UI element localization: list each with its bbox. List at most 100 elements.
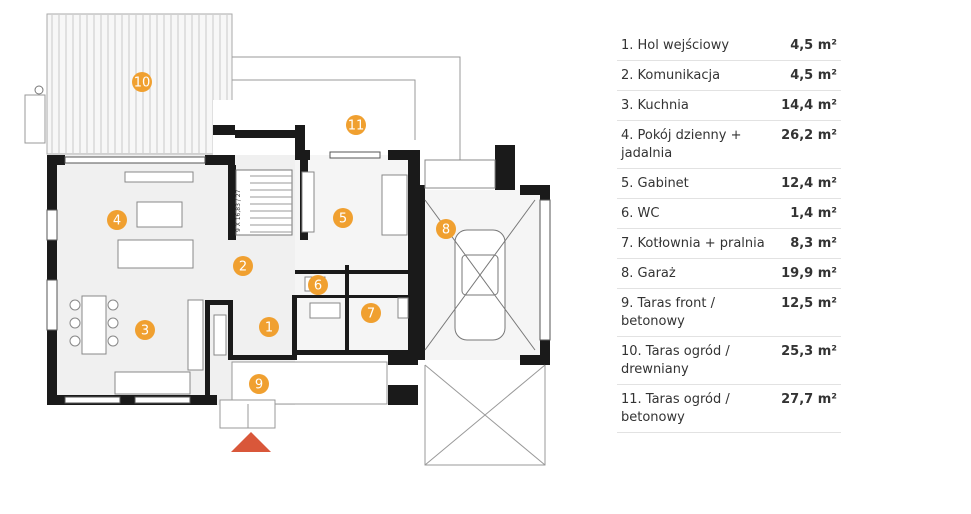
room-name: 5. Gabinet — [621, 176, 689, 191]
room-area-unit: m² — [817, 266, 837, 281]
coffee-table — [136, 201, 183, 228]
table-row: 9. Taras front / betonowy 12,5 m² — [617, 289, 841, 337]
room-badge-number: 2 — [239, 260, 247, 275]
boiler — [397, 297, 409, 319]
table-row: 4. Pokój dzienny + jadalnia 26,2 m² — [617, 121, 841, 169]
room-badge-number: 4 — [113, 214, 121, 229]
sofa — [117, 239, 194, 269]
room-name: 3. Kuchnia — [621, 98, 689, 113]
furniture — [69, 171, 409, 395]
room-area: 4,5 m² — [790, 37, 837, 55]
bookshelf — [301, 171, 315, 233]
room-badge-5: 5 — [333, 208, 353, 228]
room-area-unit: m² — [817, 392, 837, 407]
floor-plan: 9 X 16,83 / 27 1 2 3 4 — [24, 13, 551, 466]
room-badge-7: 7 — [361, 303, 381, 323]
room-area-value: 19,9 — [781, 266, 814, 281]
terrace-concrete-11 — [232, 56, 461, 160]
staircase: 9 X 16,83 / 27 — [235, 169, 293, 236]
room-badge-number: 7 — [367, 307, 375, 322]
room-area: 27,7 m² — [781, 391, 837, 409]
room-area: 19,9 m² — [781, 265, 837, 283]
room-area-value: 12,4 — [781, 176, 814, 191]
table-row: 6. WC 1,4 m² — [617, 199, 841, 229]
room-area-value: 4,5 — [790, 68, 814, 83]
table-row: 8. Garaż 19,9 m² — [617, 259, 841, 289]
room-badge-8: 8 — [436, 219, 456, 239]
room-area: 14,4 m² — [781, 97, 837, 115]
table-row: 3. Kuchnia 14,4 m² — [617, 91, 841, 121]
kitchen-counter — [187, 299, 204, 371]
wardrobe — [213, 314, 227, 356]
room-area-unit: m² — [817, 236, 837, 251]
table-row: 2. Komunikacja 4,5 m² — [617, 61, 841, 91]
terrace-front-9 — [219, 361, 388, 429]
stair-label: 9 X 16,83 / 27 — [235, 189, 242, 232]
driveway — [424, 364, 546, 466]
room-area: 1,4 m² — [790, 205, 837, 223]
room-badge-1: 1 — [259, 317, 279, 337]
room-badge-2: 2 — [233, 256, 253, 276]
dining-table — [81, 295, 107, 355]
room-badge-number: 11 — [348, 119, 365, 134]
room-name: 1. Hol wejściowy — [621, 38, 730, 53]
room-name: 8. Garaż — [621, 266, 676, 281]
room-name: 10. Taras ogród / drewniany — [621, 344, 730, 377]
room-badge-3: 3 — [135, 320, 155, 340]
room-area-value: 12,5 — [781, 296, 814, 311]
room-badge-10: 10 — [132, 72, 152, 92]
room-area: 4,5 m² — [790, 67, 837, 85]
room-area-unit: m² — [817, 206, 837, 221]
room-area-table: 1. Hol wejściowy 4,5 m² 2. Komunikacja 4,5 … — [617, 31, 841, 433]
room-badge-4: 4 — [107, 210, 127, 230]
room-badges: 1 2 3 4 5 6 7 8 9 10 11 — [107, 72, 456, 394]
room-area-unit: m² — [817, 176, 837, 191]
room-area-unit: m² — [817, 68, 837, 83]
windows — [46, 151, 551, 404]
entrance-arrow-icon — [231, 432, 271, 452]
room-area-value: 27,7 — [781, 392, 814, 407]
room-badge-number: 6 — [314, 279, 322, 294]
room-badge-9: 9 — [249, 374, 269, 394]
room-badge-number: 5 — [339, 212, 347, 227]
room-name: 9. Taras front / betonowy — [621, 296, 715, 329]
room-area-value: 25,3 — [781, 344, 814, 359]
room-badge-6: 6 — [308, 275, 328, 295]
room-name: 7. Kotłownia + pralnia — [621, 236, 765, 251]
room-area: 25,3 m² — [781, 343, 837, 361]
room-area-unit: m² — [817, 344, 837, 359]
table-row: 7. Kotłownia + pralnia 8,3 m² — [617, 229, 841, 259]
table-row: 10. Taras ogród / drewniany 25,3 m² — [617, 337, 841, 385]
room-badge-11: 11 — [346, 115, 366, 135]
desk — [381, 174, 408, 236]
room-area-unit: m² — [817, 296, 837, 311]
kitchen-row — [114, 371, 191, 395]
room-area: 8,3 m² — [790, 235, 837, 253]
room-area-value: 14,4 — [781, 98, 814, 113]
room-area-value: 4,5 — [790, 38, 814, 53]
room-area: 12,4 m² — [781, 175, 837, 193]
room-area: 12,5 m² — [781, 295, 837, 313]
terrace-deck-10 — [24, 13, 233, 155]
room-badge-number: 9 — [255, 378, 263, 393]
garage-canopy — [424, 159, 496, 189]
room-area-value: 8,3 — [790, 236, 814, 251]
room-name: 4. Pokój dzienny + jadalnia — [621, 128, 742, 161]
laundry-unit — [309, 302, 341, 319]
room-badge-number: 1 — [265, 321, 273, 336]
room-area-unit: m² — [817, 128, 837, 143]
room-area-unit: m² — [817, 38, 837, 53]
table-row: 1. Hol wejściowy 4,5 m² — [617, 31, 841, 61]
room-area-value: 1,4 — [790, 206, 814, 221]
tv-cabinet — [124, 171, 194, 183]
room-badge-number: 10 — [134, 76, 151, 91]
room-name: 2. Komunikacja — [621, 68, 721, 83]
room-badge-number: 3 — [141, 324, 149, 339]
room-area-value: 26,2 — [781, 128, 814, 143]
room-area-unit: m² — [817, 98, 837, 113]
room-name: 6. WC — [621, 206, 660, 221]
room-area: 26,2 m² — [781, 127, 837, 145]
room-badge-number: 8 — [442, 223, 450, 238]
table-row: 5. Gabinet 12,4 m² — [617, 169, 841, 199]
